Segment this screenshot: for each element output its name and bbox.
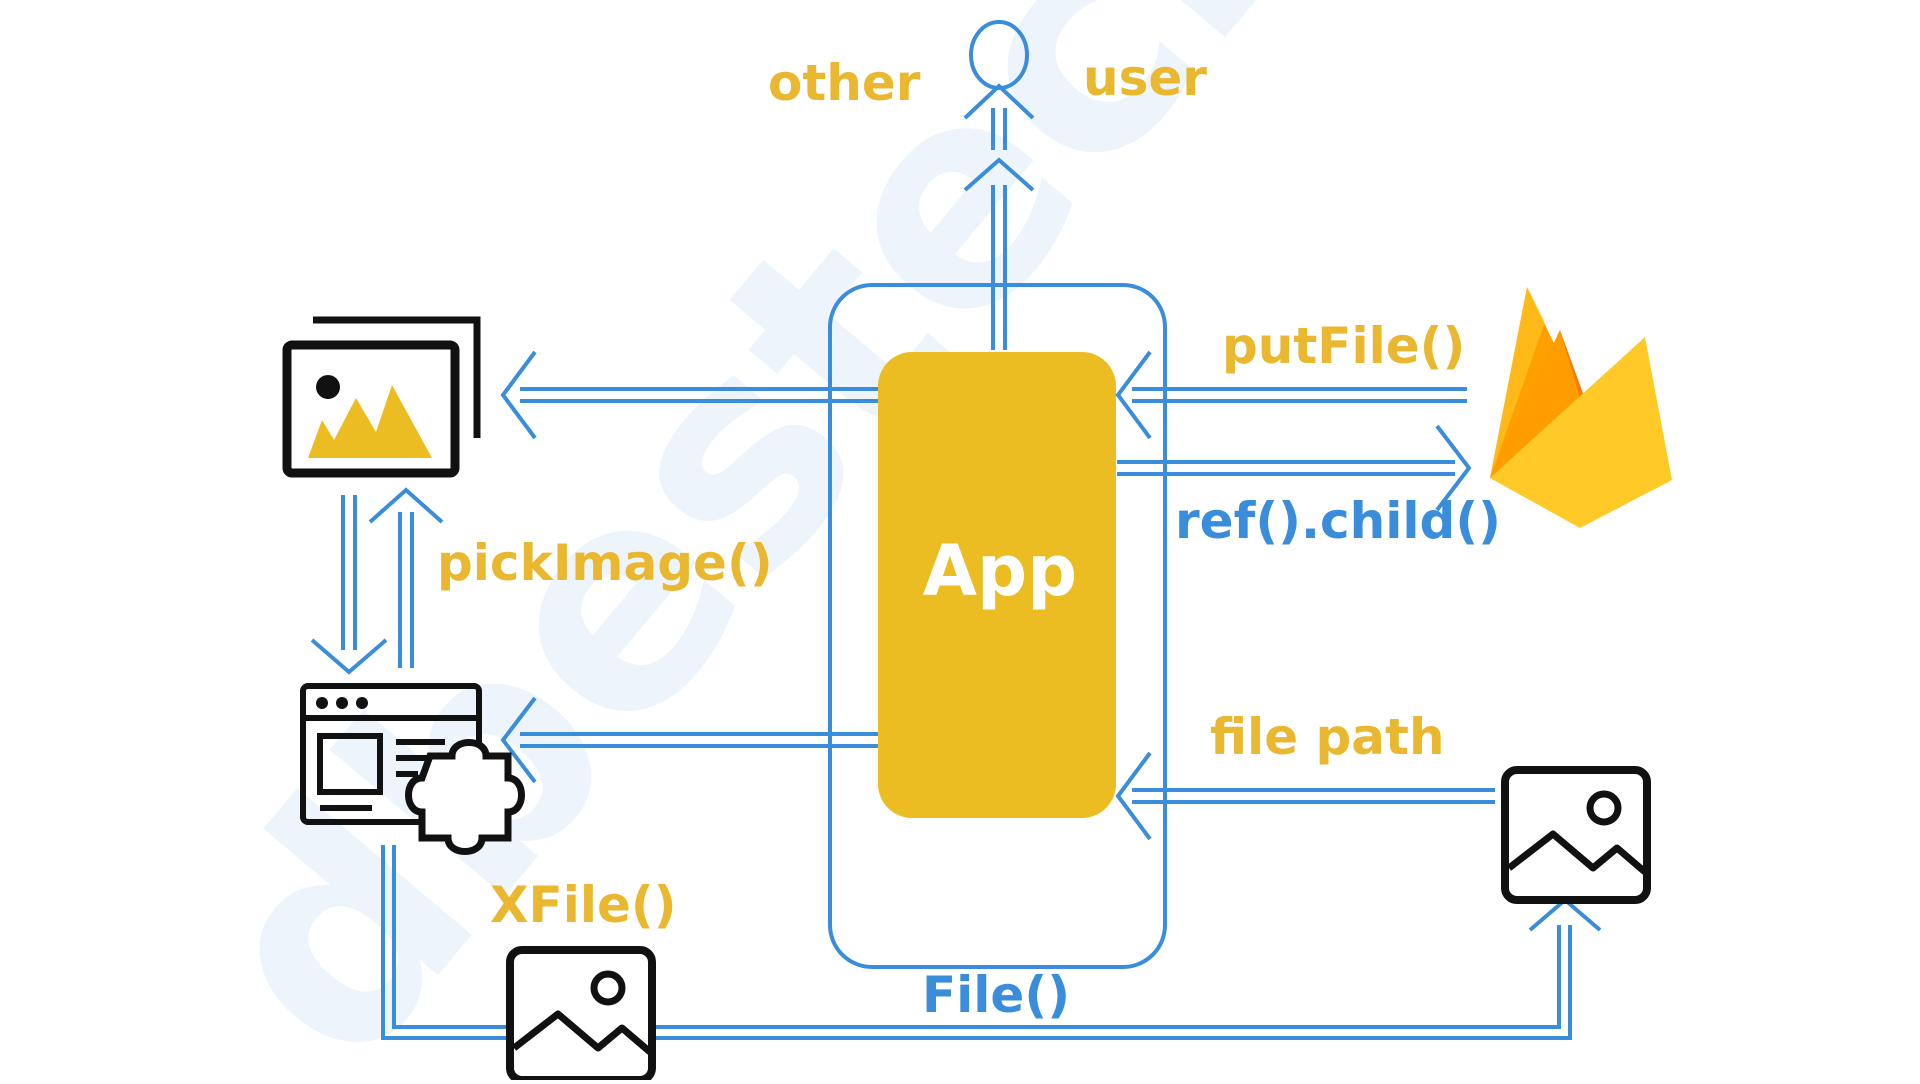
arrows	[310, 83, 1602, 1040]
app-block	[878, 352, 1116, 818]
label-other: other	[768, 54, 921, 112]
arrow-app-to-gallery	[500, 350, 878, 440]
gallery-icon	[282, 316, 481, 478]
label-xfile: XFile()	[490, 876, 677, 934]
person-icon	[969, 20, 1029, 90]
phone-outline	[828, 283, 1167, 969]
app-label: App	[923, 530, 1077, 612]
arrow-up-user	[963, 83, 1035, 350]
label-pick-image: pickImage()	[437, 534, 773, 592]
arrow-ref-child	[1117, 424, 1472, 512]
label-file-path: file path	[1210, 708, 1445, 766]
image-icon	[506, 946, 656, 1084]
label-ref-child: ref().child()	[1175, 492, 1501, 550]
browser-plugin-icon	[300, 683, 525, 855]
label-file: File()	[922, 966, 1070, 1024]
arrow-app-to-plugin	[500, 696, 878, 784]
arrow-plugin-to-gallery	[368, 487, 444, 668]
arrow-file-path	[1115, 751, 1495, 841]
label-user: user	[1083, 49, 1207, 107]
arrow-putfile	[1115, 350, 1467, 440]
arrow-gallery-to-plugin	[310, 495, 388, 675]
image-icon	[1501, 766, 1651, 904]
firebase-logo	[1490, 287, 1672, 528]
label-putfile: putFile()	[1222, 317, 1465, 375]
